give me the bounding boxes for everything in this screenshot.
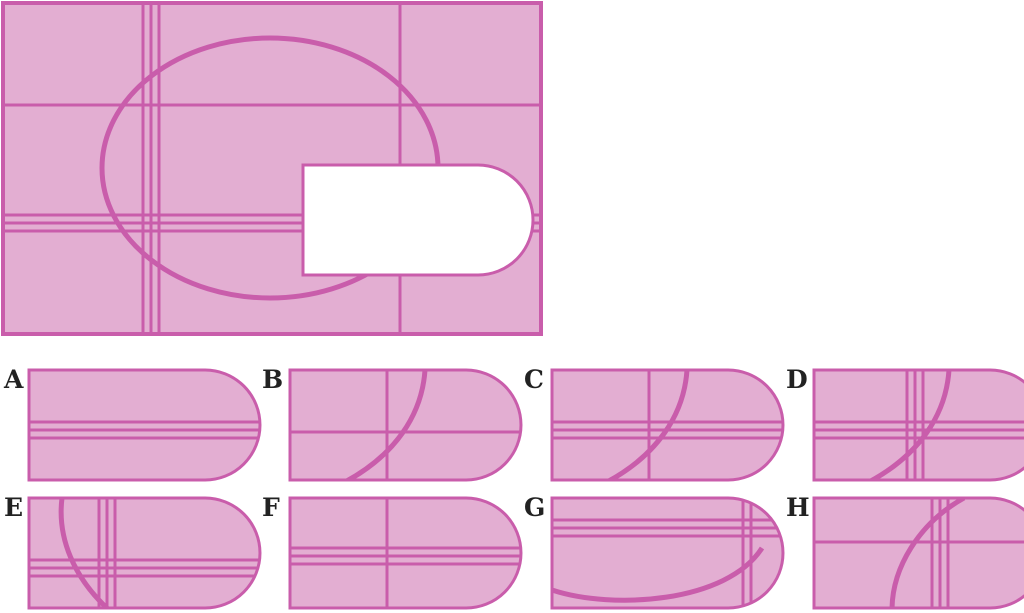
main-figure-border: [1, 1, 543, 336]
option-b-piece[interactable]: [288, 368, 530, 482]
option-a-piece[interactable]: [27, 368, 269, 482]
option-e-label: E: [4, 493, 24, 522]
option-h-label: H: [786, 493, 810, 522]
option-d-piece[interactable]: [812, 368, 1024, 482]
option-h-piece[interactable]: [812, 496, 1024, 610]
option-c-label: C: [524, 365, 544, 394]
option-e-piece[interactable]: [27, 496, 269, 610]
option-b-label: B: [262, 365, 284, 394]
option-g-label: G: [524, 493, 546, 522]
missing-piece-hole: [301, 163, 535, 277]
option-a-label: A: [4, 365, 24, 394]
option-g-piece[interactable]: [550, 496, 792, 610]
option-c-piece[interactable]: [550, 368, 792, 482]
option-d-label: D: [786, 365, 808, 394]
option-f-label: F: [262, 493, 280, 522]
option-f-piece[interactable]: [288, 496, 530, 610]
